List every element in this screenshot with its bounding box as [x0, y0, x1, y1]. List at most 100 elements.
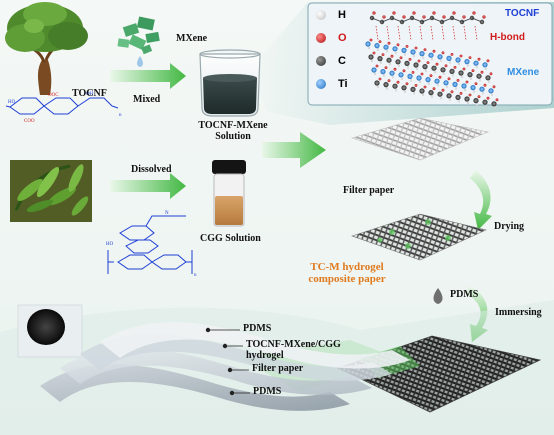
atom-sphere: [389, 70, 395, 76]
atom-sphere: [376, 85, 380, 89]
atom-sphere: [493, 106, 497, 109]
atom-sphere: [486, 59, 490, 63]
atom-sphere: [402, 69, 406, 73]
hbond-dash: [430, 25, 434, 41]
atom-sphere: [425, 77, 431, 83]
filter-paper-label: Filter paper: [343, 185, 395, 196]
atom-sphere: [473, 60, 479, 66]
atom-sphere: [400, 77, 404, 80]
atom-sphere: [440, 67, 446, 73]
atom-sphere: [395, 59, 401, 65]
atom-sphere: [392, 83, 398, 89]
atom-sphere: [414, 84, 418, 87]
atom-sphere: [426, 61, 430, 64]
layer-leaders: [205, 327, 250, 396]
beaker: [199, 49, 261, 117]
atom-sphere: [382, 15, 386, 19]
atom-sphere: [470, 85, 476, 91]
atom-sphere: [450, 90, 454, 94]
atom-sphere: [482, 99, 488, 105]
solution-label: TOCNF-MXene Solution: [198, 120, 268, 142]
atom-sphere: [369, 38, 373, 42]
svg-text:COO: COO: [24, 119, 35, 124]
atom-sphere: [444, 64, 448, 68]
atom-sphere: [403, 53, 407, 56]
hbond-dash: [419, 25, 423, 41]
hbond-dash: [474, 25, 478, 41]
svg-text:n: n: [119, 113, 122, 118]
atom-sphere: [472, 11, 476, 15]
atom-sphere: [484, 105, 488, 108]
atom-sphere: [464, 96, 470, 102]
atom-sphere: [483, 83, 487, 87]
atom-sphere: [391, 76, 395, 79]
inset-mxene-label: MXene: [507, 67, 540, 78]
hbond-dash: [375, 25, 379, 41]
atom-sphere: [457, 62, 461, 66]
atom-sphere: [462, 67, 466, 71]
atom-sphere: [446, 55, 452, 62]
atom-sphere: [412, 54, 416, 58]
atom-sphere: [371, 67, 377, 73]
atom-sphere: [460, 75, 464, 79]
atom-sphere: [452, 11, 456, 15]
atom-sphere: [437, 54, 443, 60]
atom-sphere: [412, 92, 416, 95]
mixed-label: Mixed: [133, 94, 161, 105]
atom-sphere: [403, 90, 407, 93]
atom-sphere: [452, 81, 458, 87]
atom-sphere: [492, 85, 496, 89]
atom-sphere: [488, 88, 494, 94]
atom-sphere: [368, 54, 374, 60]
atom-sphere: [417, 59, 421, 63]
atom-sphere: [461, 83, 467, 89]
atom-sphere: [458, 70, 464, 76]
atom-sphere: [435, 62, 439, 66]
atom-sphere: [481, 92, 485, 95]
hbond-dash: [408, 25, 412, 41]
atom-sphere: [378, 77, 382, 81]
svg-text:OH: OH: [86, 92, 94, 97]
atom-sphere: [469, 77, 473, 80]
mxene-flakes: [117, 16, 160, 55]
atom-sphere: [462, 15, 466, 19]
pdms-drop-icon: [433, 288, 443, 304]
atom-sphere: [405, 82, 409, 86]
atom-sphere: [477, 95, 481, 98]
layer-label-4: PDMS: [253, 386, 282, 397]
atom-sphere: [393, 67, 397, 71]
mxene-lattice: [365, 11, 499, 109]
carbon-ball-icon: [316, 56, 326, 66]
atom-sphere: [390, 54, 394, 58]
atom-sphere: [396, 80, 400, 84]
atom-sphere: [472, 90, 476, 93]
atom-sphere: [427, 82, 431, 85]
pdms-drop-label: PDMS: [450, 289, 479, 300]
atom-sphere: [464, 59, 470, 65]
sample-photo: [17, 304, 83, 358]
atom-sphere: [448, 61, 452, 64]
atom-sphere: [471, 69, 475, 72]
atom-sphere: [432, 11, 436, 15]
atom-sphere: [419, 51, 425, 57]
atom-sphere: [407, 73, 413, 79]
atom-sphere: [370, 59, 374, 63]
atom-sphere: [418, 80, 422, 84]
atom-sphere: [456, 79, 460, 82]
atom-sphere: [383, 44, 389, 50]
layer-label-2: TOCNF-MXene/CGG hydrogel: [246, 339, 341, 361]
atom-sphere: [365, 41, 371, 47]
atom-sphere: [385, 87, 389, 90]
atom-sphere: [378, 40, 382, 43]
plant-photo: [10, 160, 92, 222]
hbond-dash: [452, 25, 456, 41]
atom-sphere: [411, 71, 415, 74]
atom-sphere: [431, 65, 437, 71]
hydrogel-mesh: [351, 213, 487, 261]
drying-arrow: [470, 170, 492, 230]
titanium-ball-icon: [316, 79, 326, 89]
atom-sphere: [482, 62, 488, 68]
atom-sphere: [457, 100, 461, 103]
atom-sphere: [396, 43, 400, 47]
atom-sphere: [448, 98, 452, 101]
